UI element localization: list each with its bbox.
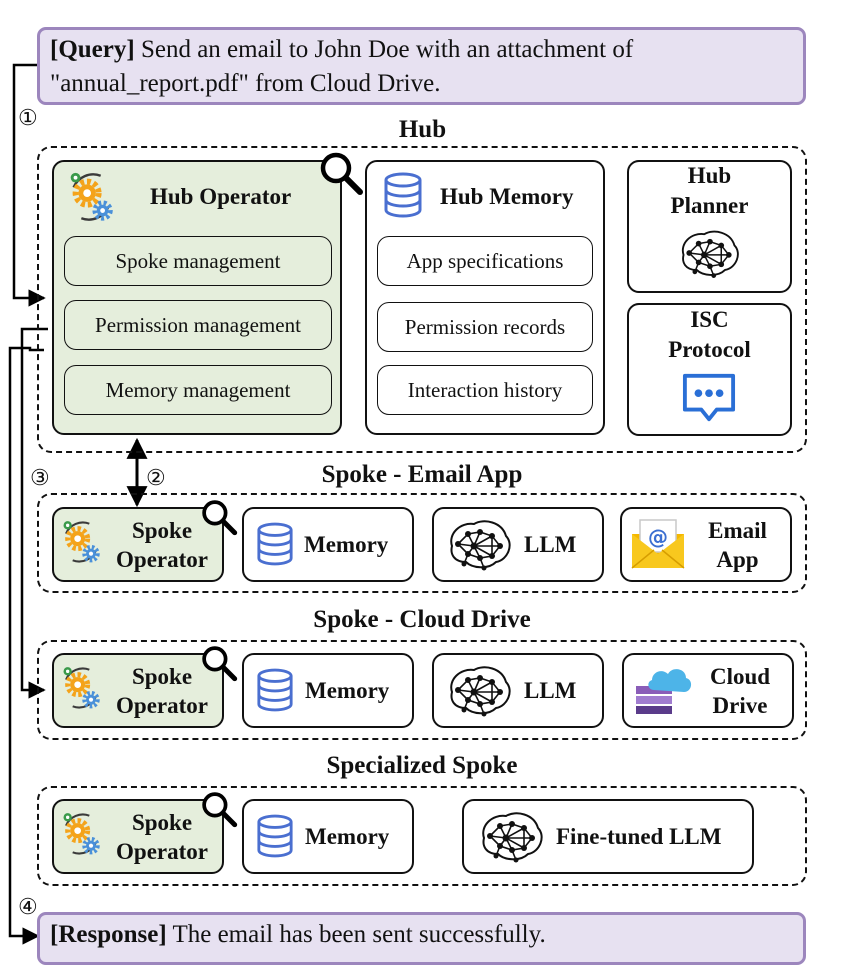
permission-management-item: Permission management (64, 300, 332, 350)
spoke-operator-line2: Operator (116, 547, 208, 572)
spoke-management-item: Spoke management (64, 236, 332, 286)
neural-network-icon (444, 516, 514, 572)
database-icon (256, 668, 294, 712)
query-to-hub-arrow (12, 63, 46, 307)
magnifier-icon (200, 498, 238, 536)
gear-icon (62, 168, 120, 226)
query-text: Send an email to John Doe with an attach… (50, 36, 634, 97)
hub-title: Hub (398, 116, 447, 143)
specialized-spoke-section (37, 786, 807, 886)
neural-network-icon (444, 662, 514, 718)
hub-planner-line1: Hub (687, 163, 732, 188)
memory-label: Memory (305, 678, 390, 703)
memory-label: Memory (305, 824, 390, 849)
magnifier-icon (200, 790, 238, 828)
cloud-drive-line2: Drive (712, 693, 768, 718)
spoke-operator-label: Spoke Operator (100, 801, 224, 873)
chat-bubble-icon (680, 371, 738, 425)
step-1-label: ① (18, 105, 38, 130)
neural-network-icon (676, 226, 742, 280)
gear-icon (56, 809, 106, 859)
gear-icon (56, 517, 106, 567)
permission-records-item: Permission records (377, 302, 593, 352)
isc-protocol-box (627, 303, 792, 436)
database-icon (256, 814, 294, 858)
step-4-label: ④ (18, 894, 38, 919)
response-tag: [Response] (50, 921, 167, 948)
hub-section (37, 146, 807, 453)
email-envelope-icon (628, 516, 688, 570)
spoke-operator-line2: Operator (116, 693, 208, 718)
magnifier-icon (318, 150, 364, 196)
spoke-operator-line1: Spoke (131, 664, 193, 689)
step-3-label: ③ (30, 465, 50, 490)
cloud-drive-label: Cloud Drive (694, 655, 786, 727)
isc-line1: ISC (690, 307, 729, 332)
llm-label: LLM (524, 532, 577, 557)
hub-operator-title: Hub Operator (150, 184, 292, 209)
fine-tuned-llm-label: Fine-tuned LLM (556, 824, 722, 849)
response-text: The email has been sent successfully. (166, 921, 546, 948)
isc-line2: Protocol (668, 337, 751, 362)
gear-icon (56, 663, 106, 713)
email-app-line1: Email (708, 518, 767, 543)
llm-label: LLM (524, 678, 577, 703)
database-icon (383, 172, 423, 218)
query-box: [Query] Send an email to John Doe with a… (37, 27, 806, 105)
database-icon (256, 522, 294, 566)
fine-tuned-llm-box (462, 799, 754, 874)
spoke-email-title: Spoke - Email App (321, 461, 523, 488)
spoke-cloud-title: Spoke - Cloud Drive (313, 606, 531, 633)
memory-label: Memory (304, 532, 389, 557)
hub-planner-line2: Planner (670, 193, 749, 218)
spoke-operator-line1: Spoke (131, 518, 193, 543)
email-app-label: Email App (690, 509, 785, 581)
memory-management-item: Memory management (64, 365, 332, 415)
spoke-cloud-section (37, 640, 807, 740)
spoke-email-section (37, 493, 807, 593)
spoke-operator-label: Spoke Operator (100, 509, 224, 581)
cloud-drive-line1: Cloud (709, 664, 771, 689)
magnifier-icon (200, 644, 238, 682)
interaction-history-item: Interaction history (377, 365, 593, 415)
specialized-spoke-title: Specialized Spoke (326, 752, 518, 779)
spoke-operator-label: Spoke Operator (100, 655, 224, 727)
query-tag: [Query] (50, 36, 135, 63)
spoke-operator-line2: Operator (116, 839, 208, 864)
hub-planner-box (627, 160, 792, 293)
spoke-operator-line1: Spoke (131, 810, 193, 835)
hub-memory-title: Hub Memory (440, 184, 574, 209)
cloud-storage-icon (630, 662, 694, 718)
neural-network-icon (476, 808, 546, 864)
email-app-line2: App (716, 547, 759, 572)
step-2-label: ② (146, 465, 166, 490)
return-to-response-arrow (8, 346, 44, 945)
response-box: [Response] The email has been sent succe… (37, 912, 806, 965)
hub-to-cloud-drive-arrow (20, 327, 48, 699)
app-specifications-item: App specifications (377, 236, 593, 286)
